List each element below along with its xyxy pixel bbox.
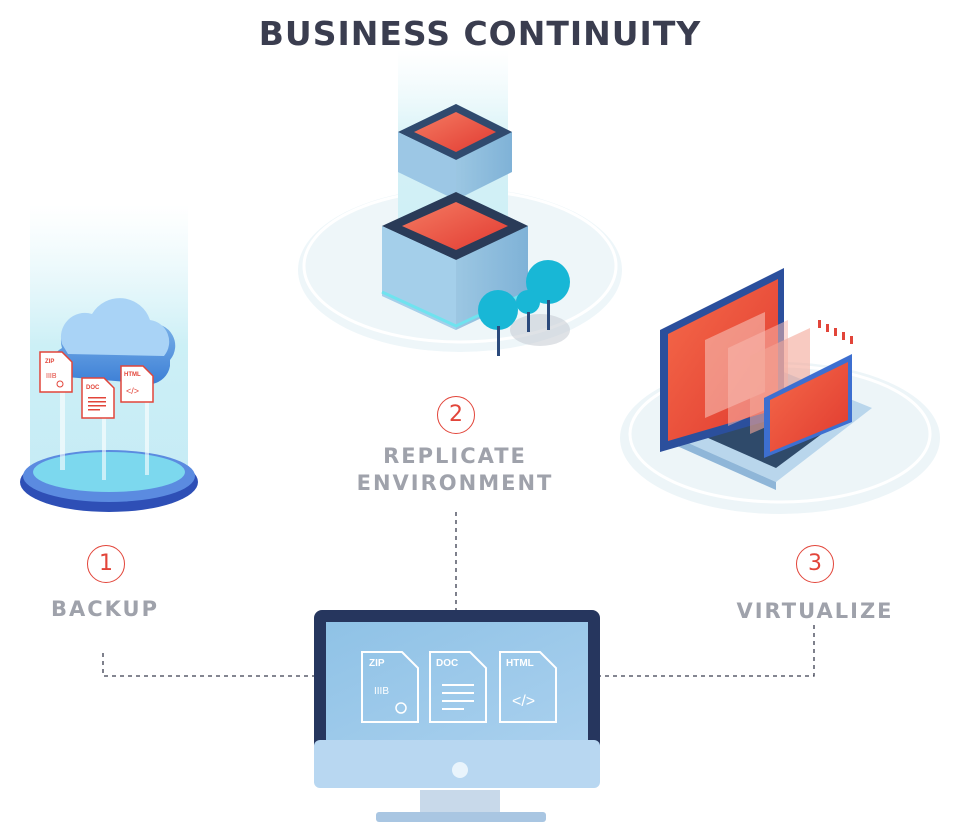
step-2-label-line1: REPLICATE: [383, 444, 527, 468]
step-1-label: BACKUP: [50, 597, 160, 621]
svg-text:DOC: DOC: [436, 658, 458, 669]
signal-icon: [818, 320, 853, 344]
svg-text:</>: </>: [126, 386, 139, 396]
svg-text:HTML: HTML: [506, 658, 534, 669]
page-title: BUSINESS CONTINUITY: [258, 14, 702, 53]
step-3-number: 3: [796, 545, 834, 583]
svg-text:ZIP: ZIP: [45, 359, 54, 365]
tree-icon: [478, 260, 570, 356]
step-3-label: VIRTUALIZE: [736, 599, 894, 623]
server-stack-illustration: [298, 50, 622, 356]
step-2-label-line2: ENVIRONMENT: [356, 471, 554, 495]
monitor-html-file-icon: HTML </>: [499, 651, 557, 723]
laptop-illustration: [620, 268, 940, 514]
svg-text:IIIB: IIIB: [374, 686, 389, 697]
server-stack-icon: [381, 104, 529, 330]
svg-text:IIIB: IIIB: [46, 373, 57, 380]
doc-file-icon: DOC: [81, 377, 115, 419]
step-1-number: 1: [87, 545, 125, 583]
svg-text:DOC: DOC: [86, 385, 100, 391]
svg-text:ZIP: ZIP: [369, 658, 385, 669]
monitor-illustration: ZIP IIIB DOC HTML </>: [314, 610, 600, 822]
monitor-icon: [314, 610, 600, 822]
connector-lines: [102, 512, 815, 677]
svg-text:HTML: HTML: [124, 372, 141, 378]
cloud-backup-illustration: ZIP IIIB DOC HTML </>: [20, 205, 198, 512]
monitor-zip-file-icon: ZIP IIIB: [361, 651, 419, 723]
monitor-doc-file-icon: DOC: [429, 651, 487, 723]
cloud-icon: [51, 298, 176, 384]
svg-text:</>: </>: [512, 693, 535, 710]
step-2-number: 2: [437, 396, 475, 434]
zip-file-icon: ZIP IIIB: [39, 351, 73, 393]
html-file-icon: HTML </>: [120, 365, 154, 403]
laptop-icon: [660, 268, 872, 490]
